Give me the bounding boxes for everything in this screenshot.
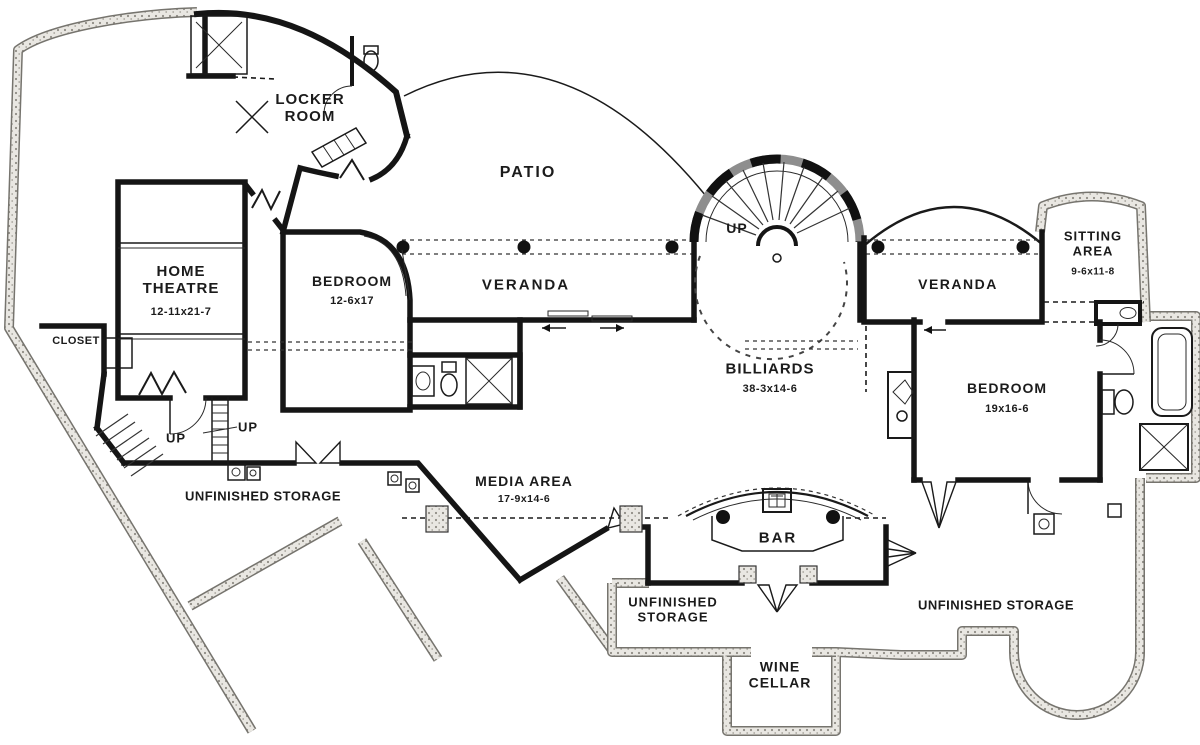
right-veranda (861, 205, 1045, 392)
room-label-locker-room: LOCKER ROOM (275, 91, 345, 125)
utility-box (227, 463, 246, 481)
toilet-tank (1101, 389, 1115, 415)
door-swing (339, 158, 365, 181)
label-up-spiral: UP (726, 220, 748, 237)
room-label-veranda-right: VERANDA (918, 276, 998, 293)
column (871, 240, 885, 254)
column (396, 240, 410, 254)
shower (465, 357, 513, 405)
label-up-stair-left: UP (165, 430, 187, 446)
toilet-icon (440, 373, 458, 397)
double-door (251, 187, 281, 212)
room-label-sitting-area: SITTING AREA (1063, 228, 1123, 258)
patio-edge (403, 71, 707, 197)
left-bedroom (280, 229, 523, 413)
door-leaf (756, 584, 778, 613)
room-label-unfinished-storage-left: UNFINISHED STORAGE (184, 488, 342, 504)
bar-room (645, 487, 917, 613)
column (716, 510, 730, 524)
room-dims-bedroom-right: 19x16-6 (985, 402, 1029, 415)
bath-sink (411, 365, 435, 397)
column (665, 240, 679, 254)
room-label-media-area: MEDIA AREA (475, 473, 573, 490)
stair-treads (701, 161, 851, 236)
utility-box (1033, 513, 1055, 535)
sauna-bench (310, 127, 368, 168)
straight-stair (211, 397, 229, 463)
label-up-stair-right: UP (237, 419, 259, 435)
door-leaf (920, 481, 940, 529)
shower (1139, 423, 1189, 471)
home-theatre-room (115, 179, 248, 435)
door-leaf (887, 552, 917, 568)
structural-post (425, 505, 449, 533)
door-leaf (938, 481, 958, 529)
media-area-room (121, 440, 886, 586)
room-dims-media-area: 17-9x14-6 (497, 493, 551, 506)
door-leaf (776, 584, 799, 613)
room-label-unfinished-storage-center: UNFINISHED STORAGE (628, 594, 718, 624)
column (1016, 240, 1030, 254)
room-label-bedroom-left: BEDROOM (311, 273, 393, 290)
floor-outlet (405, 478, 420, 493)
room-label-bar: BAR (758, 529, 798, 547)
shower-stall (190, 15, 248, 75)
floor-outlet (387, 471, 402, 486)
locker-room-wing (186, 9, 411, 236)
stair-hall (39, 323, 1122, 535)
spiral-staircase (689, 154, 865, 361)
room-label-home-theatre: HOME THEATRE (142, 263, 220, 297)
toilet-icon (1114, 389, 1134, 415)
room-label-patio: PATIO (499, 164, 557, 182)
floor-drain-icon (235, 100, 269, 134)
sitting-area-room (1044, 300, 1144, 347)
utility-box (1107, 503, 1122, 518)
double-door (138, 369, 187, 397)
room-label-bedroom-right: BEDROOM (966, 380, 1048, 397)
room-label-billiards: BILLIARDS (725, 360, 815, 378)
billiards-and-bedroom (887, 317, 1193, 529)
foundation-walls (9, 12, 1196, 731)
column (517, 240, 531, 254)
toilet-icon (363, 50, 379, 72)
structural-post (619, 505, 643, 533)
bar-counter (711, 516, 844, 552)
fireplace (887, 371, 915, 439)
door-post (738, 565, 757, 584)
room-dims-sitting-area: 9-6x11-8 (1071, 266, 1115, 278)
door-post (799, 565, 818, 584)
newel-post (772, 253, 782, 263)
bathtub (1151, 327, 1193, 417)
room-label-wine-cellar: WINE CELLAR (748, 658, 812, 690)
door-leaf (318, 440, 341, 464)
column (826, 510, 840, 524)
closet-rod (103, 337, 133, 369)
room-label-closet: CLOSET (52, 334, 100, 347)
door-leaf (295, 440, 318, 464)
door-leaf (887, 538, 917, 554)
room-dims-bedroom-left: 12-6x17 (330, 294, 374, 307)
room-label-veranda-left: VERANDA (481, 276, 571, 294)
room-label-unfinished-storage-right: UNFINISHED STORAGE (917, 597, 1075, 613)
utility-box (246, 466, 261, 481)
room-dims-billiards: 38-3x14-6 (742, 382, 798, 395)
room-dims-home-theatre: 12-11x21-7 (150, 305, 212, 318)
diagonal-stair (95, 413, 164, 477)
bar-sink (762, 488, 792, 513)
left-veranda (396, 239, 697, 332)
